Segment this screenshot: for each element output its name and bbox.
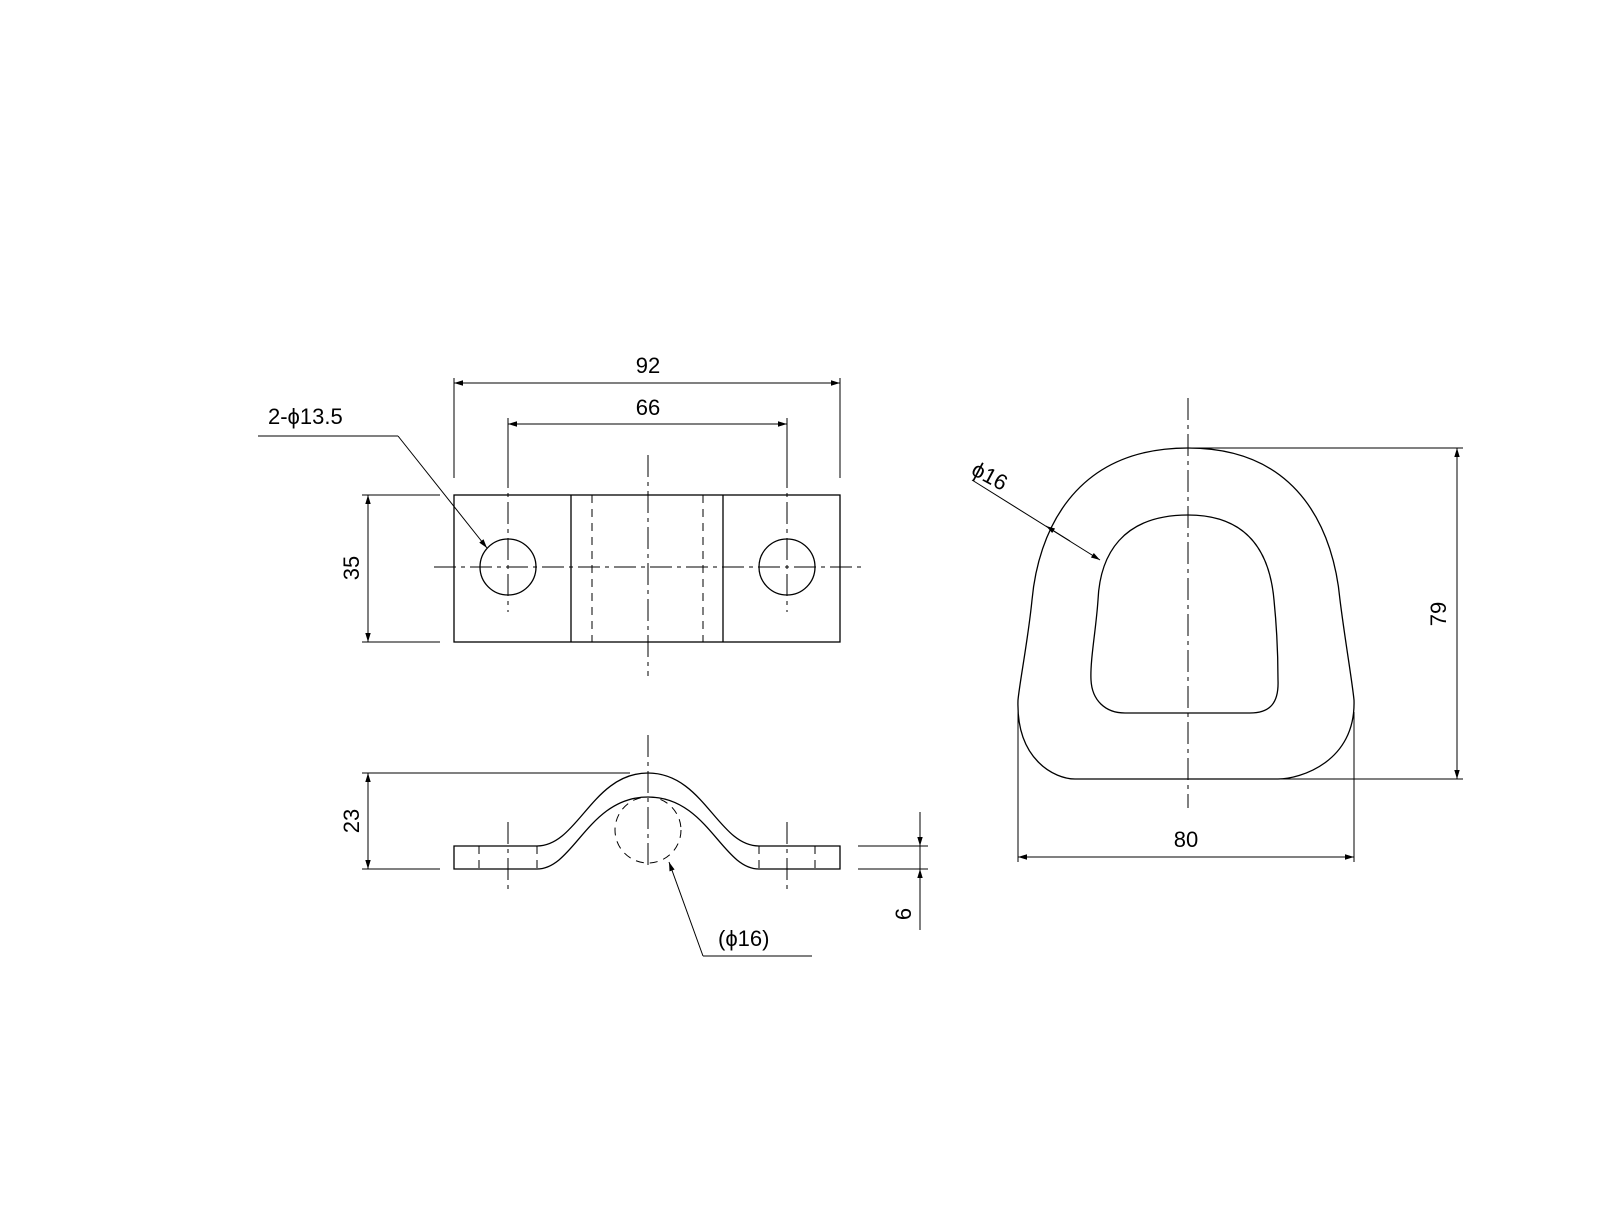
- bend-circle: [614, 796, 682, 864]
- ring-outer-outline: [1017, 447, 1355, 780]
- ring-inner-outline: [1090, 514, 1279, 714]
- dim-hole-spacing: 66: [636, 395, 660, 420]
- dim-ring-height: 79: [1426, 602, 1451, 626]
- ring-view: 79 80 ϕ16: [968, 398, 1463, 862]
- dim-plate-height: 35: [339, 556, 364, 580]
- side-view: 23 6 (ϕ16): [339, 735, 928, 957]
- top-view-outline: [453, 494, 841, 643]
- side-view-profile: [453, 772, 841, 870]
- dim-overall-width: 92: [636, 353, 660, 378]
- dim-ring-diameter: ϕ16: [968, 456, 1012, 495]
- dim-ring-width: 80: [1174, 827, 1198, 852]
- dim-thickness: 6: [891, 908, 916, 920]
- dim-profile-height: 23: [339, 809, 364, 833]
- dim-holes-label: 2-ϕ13.5: [268, 404, 343, 429]
- top-view: 92 66 2-ϕ13.5 35: [258, 353, 862, 676]
- dim-bend-diameter: (ϕ16): [718, 926, 769, 951]
